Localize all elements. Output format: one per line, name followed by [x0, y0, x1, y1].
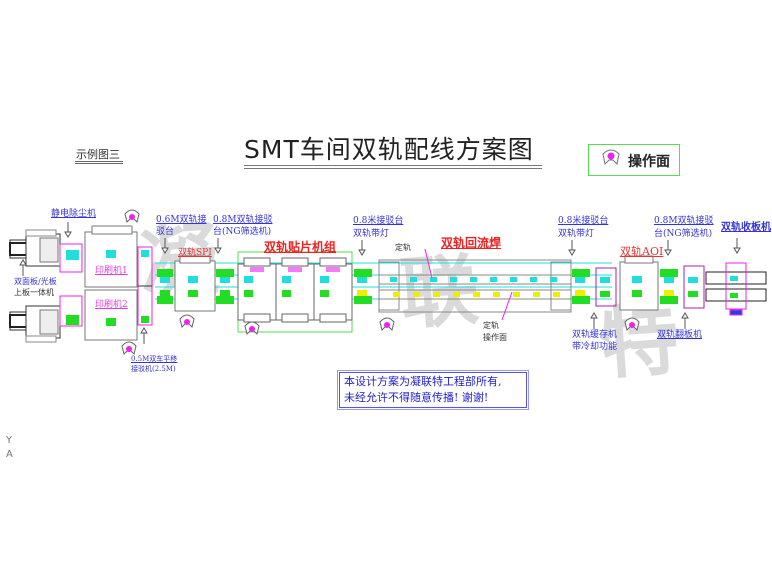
arrow-down-icon — [568, 240, 576, 256]
diagram-subtitle: 示例图三 — [76, 148, 120, 161]
conveyor-0-8m-ng-2 — [660, 269, 678, 304]
station-printer-1: 印刷机1 — [95, 266, 128, 276]
callout-conv08-ng1-l2: 台(NG筛选机) — [213, 227, 272, 237]
station-loader-l2: 上板一体机 — [14, 288, 54, 297]
reflow-zone-bottom — [413, 292, 420, 297]
station-printer-2: 印刷机2 — [95, 300, 128, 310]
reflow-zone-top — [550, 277, 557, 282]
subtitle-underline — [75, 163, 123, 164]
operator-icon — [179, 314, 195, 328]
reflow-zone-top — [530, 277, 537, 282]
title-underline — [244, 168, 542, 169]
copyright-notice: 本设计方案为凝联特工程部所有, 未经允许不得随意传播! 谢谢! — [337, 370, 529, 410]
reflow-zone-bottom — [433, 292, 440, 297]
fixed-rail-bottom-leader — [501, 291, 513, 321]
arrow-up-icon — [590, 312, 598, 329]
callout-conv08-ng2-l1: 0.8M双轨接驳 — [654, 216, 714, 226]
esd-cleaner-top — [59, 243, 83, 273]
spi-machine — [174, 255, 216, 312]
notice-line-1: 本设计方案为凝联特工程部所有, — [344, 375, 502, 388]
reflow-zone-top — [390, 277, 397, 282]
reflow-zone-top — [470, 277, 477, 282]
arrow-down-icon — [64, 222, 72, 238]
flipper-machine — [683, 265, 705, 309]
callout-fixed-rail-bottom-l2: 操作面 — [483, 333, 507, 342]
reflow-zone-top — [490, 277, 497, 282]
operator-icon — [624, 317, 640, 331]
reflow-zone-top — [510, 277, 517, 282]
callout-shuttle-l2: 接驳机(2.5M) — [131, 365, 176, 373]
arrow-down-icon — [161, 238, 169, 254]
axis-marker-a: A — [6, 449, 13, 460]
axis-marker-y: Y — [6, 435, 13, 446]
mounter-unit — [313, 257, 353, 323]
notice-line-2: 未经允许不得随意传播! 谢谢! — [344, 391, 489, 404]
reflow-zone-bottom — [513, 292, 520, 297]
arrow-up-icon — [140, 327, 148, 344]
loader-bottom — [9, 305, 61, 343]
callout-conv08-light1-l2: 双轨带灯 — [353, 229, 390, 239]
title-underline — [244, 165, 542, 166]
arrow-down-icon — [733, 238, 741, 254]
conveyor-0-8m-ng-1 — [216, 269, 234, 304]
aoi-machine — [619, 255, 659, 311]
reflow-zone-top — [430, 277, 437, 282]
reflow-zone-bottom — [393, 292, 400, 297]
callout-fixed-rail-top: 定轨 — [395, 243, 411, 252]
reflow-zone-bottom — [493, 292, 500, 297]
printer-2 — [84, 289, 138, 341]
buffer-machine — [595, 267, 617, 307]
mounter-unit — [237, 257, 277, 323]
callout-conv06-l2: 驳台 — [156, 227, 175, 237]
conveyor-0-8m-light-1 — [354, 269, 372, 304]
subtitle-underline — [75, 161, 123, 162]
station-unloader: 双轨收板机 — [721, 222, 771, 233]
conveyor-0-8m-light-2 — [572, 269, 590, 304]
loader-top — [9, 229, 61, 267]
callout-flipper: 双轨翻板机 — [657, 330, 703, 340]
reflow-zone-bottom — [453, 292, 460, 297]
station-loader-l1: 双面板/光板 — [14, 277, 57, 286]
reflow-oven — [378, 259, 572, 313]
reflow-zone-bottom — [533, 292, 540, 297]
conveyor-0-6m — [157, 269, 173, 304]
operator-icon — [244, 321, 260, 335]
printer-1 — [84, 225, 138, 288]
arrow-down-icon — [664, 240, 672, 256]
fixed-rail-top-leader — [424, 248, 433, 279]
callout-conv08-ng1-l1: 0.8M双轨接驳 — [213, 215, 273, 225]
arrow-down-icon — [214, 238, 222, 254]
arrow-up-icon — [19, 259, 27, 276]
callout-conv06-l1: 0.6M双轨接 — [156, 215, 207, 225]
unloader-machine — [705, 262, 767, 316]
callout-esd: 静电除尘机 — [51, 209, 97, 219]
diagram-title: SMT车间双轨配线方案图 — [244, 135, 534, 164]
reflow-zone-top — [450, 277, 457, 282]
esd-cleaner-bottom — [59, 295, 83, 327]
station-aoi: 双轨AOI — [620, 245, 664, 258]
station-spi: 双轨SPI — [178, 248, 212, 258]
mounter-unit — [275, 257, 315, 323]
arrow-down-icon — [358, 240, 366, 256]
reflow-zone-top — [410, 277, 417, 282]
operator-icon — [379, 317, 395, 331]
station-reflow: 双轨回流焊 — [441, 236, 502, 250]
operator-icon — [124, 209, 140, 223]
callout-conv08-light2-l2: 双轨带灯 — [558, 229, 595, 239]
reflow-zone-bottom — [473, 292, 480, 297]
arrow-up-icon — [681, 312, 689, 329]
reflow-zone-bottom — [553, 292, 560, 297]
station-mounter-group: 双轨贴片机组 — [264, 240, 337, 254]
callout-fixed-rail-bottom-l1: 定轨 — [483, 321, 499, 330]
callout-conv08-ng2-l2: 台(NG筛选机) — [654, 229, 713, 239]
callout-shuttle-l1: 0.5M双车平移 — [131, 355, 178, 363]
callout-buffer-l2: 带冷却功能 — [572, 342, 618, 352]
callout-conv08-light2-l1: 0.8米接驳台 — [558, 216, 609, 226]
operator-icon — [121, 341, 137, 355]
shuttle-conveyor — [137, 246, 153, 326]
callout-conv08-light1-l1: 0.8米接驳台 — [353, 216, 404, 226]
operator-side-legend — [588, 144, 680, 176]
callout-buffer-l1: 双轨缓存机 — [572, 330, 618, 340]
legend-label: 操作面 — [628, 154, 670, 170]
